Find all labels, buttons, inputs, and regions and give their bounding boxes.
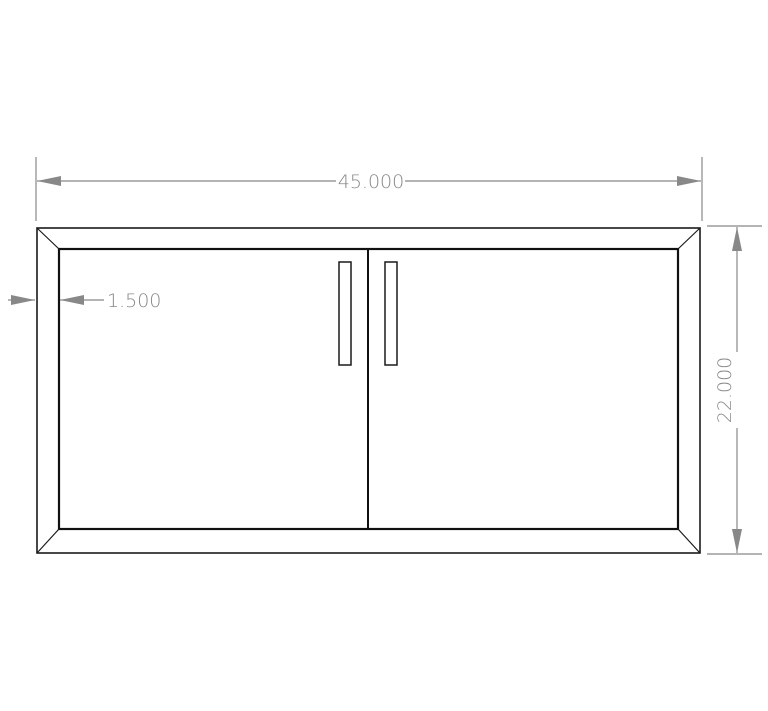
- right-door-handle: [384, 261, 398, 366]
- margin-dimension-label: 1.500: [107, 290, 161, 312]
- width-dimension-label: 45.000: [338, 171, 404, 193]
- height-dimension-label: 22.000: [714, 357, 736, 423]
- corner-ticks: [36, 227, 701, 554]
- margin-dimension: 1.500: [8, 290, 161, 312]
- height-dimension: 22.000: [707, 225, 762, 555]
- width-dimension: 45.000: [35, 157, 703, 221]
- left-door-handle: [338, 261, 352, 366]
- outer-frame: [36, 227, 701, 554]
